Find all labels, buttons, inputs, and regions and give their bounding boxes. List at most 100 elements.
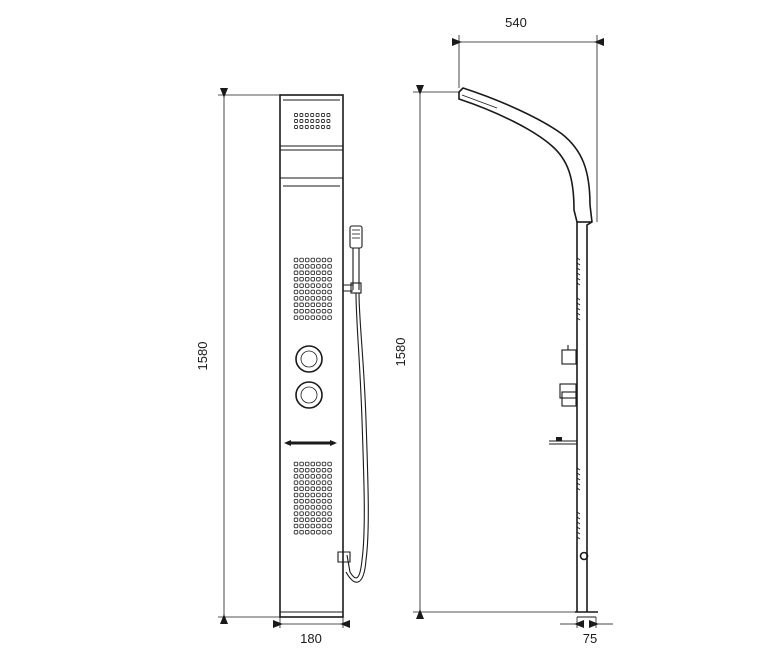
diverter-knob[interactable] bbox=[295, 381, 323, 409]
body-jet-nozzle bbox=[293, 523, 299, 529]
side-shelf bbox=[549, 437, 577, 445]
hand-shower[interactable] bbox=[343, 225, 363, 294]
body-jet-nozzle bbox=[304, 283, 310, 288]
body-jet-nozzle bbox=[327, 480, 332, 485]
body-jet-nozzle bbox=[304, 523, 310, 529]
body-jet-nozzle bbox=[316, 505, 321, 510]
side-jet-mark bbox=[576, 521, 581, 525]
body-jet-nozzle bbox=[316, 517, 321, 523]
rain-nozzle bbox=[304, 119, 309, 123]
body-jet-nozzle bbox=[316, 257, 321, 263]
side-jet-mark bbox=[576, 267, 581, 271]
front-height-label: 1580 bbox=[195, 342, 210, 371]
shower-panel-front-view bbox=[279, 94, 369, 618]
body-jet-nozzle bbox=[321, 264, 327, 269]
body-jet-nozzle bbox=[304, 461, 310, 467]
body-jet-nozzle bbox=[304, 529, 310, 535]
body-jet-nozzle bbox=[321, 302, 327, 308]
rain-nozzle bbox=[315, 119, 320, 123]
body-jet-nozzle bbox=[321, 511, 327, 516]
rain-nozzle bbox=[304, 125, 309, 129]
body-jet-nozzle bbox=[316, 461, 321, 467]
rain-nozzle bbox=[321, 125, 325, 129]
rain-nozzle bbox=[321, 113, 325, 117]
body-jet-nozzle bbox=[321, 498, 327, 504]
side-depth-dimension: 75 bbox=[560, 617, 613, 646]
body-jet-nozzle bbox=[316, 264, 321, 269]
body-jet-nozzle bbox=[321, 523, 327, 529]
side-jet-mark bbox=[576, 511, 581, 515]
body-jet-nozzle bbox=[299, 461, 304, 467]
body-jet-nozzle bbox=[316, 302, 321, 308]
body-jet-nozzle bbox=[327, 517, 332, 523]
body-jet-nozzle bbox=[293, 511, 299, 516]
rain-nozzle bbox=[321, 119, 325, 123]
rain-nozzle bbox=[315, 125, 320, 129]
body-jet-nozzle bbox=[310, 474, 316, 479]
body-jet-nozzle bbox=[293, 283, 299, 288]
body-jet-nozzle bbox=[299, 308, 304, 314]
body-jet-nozzle bbox=[327, 492, 332, 498]
body-jet-nozzle bbox=[327, 257, 332, 263]
body-jet-nozzle bbox=[310, 480, 316, 485]
body-jet-nozzle bbox=[327, 302, 332, 308]
body-jet-nozzle bbox=[321, 257, 327, 263]
body-jet-nozzle bbox=[299, 480, 304, 485]
body-jet-nozzle bbox=[321, 289, 327, 295]
front-width-dimension: 180 bbox=[273, 617, 350, 646]
body-jet-nozzle bbox=[327, 498, 332, 504]
body-jet-nozzle bbox=[310, 523, 316, 529]
side-jet-mark bbox=[576, 312, 581, 316]
body-jet-nozzle bbox=[310, 492, 316, 498]
side-knob-upper bbox=[561, 345, 577, 365]
body-jet-nozzle bbox=[327, 296, 332, 301]
body-jet-nozzle bbox=[321, 315, 327, 320]
body-jet-nozzle bbox=[316, 498, 321, 504]
body-jet-nozzle bbox=[316, 283, 321, 288]
body-jet-nozzle bbox=[299, 511, 304, 516]
body-jet-nozzle bbox=[327, 467, 332, 473]
body-jet-nozzle bbox=[293, 315, 299, 320]
body-jet-nozzle bbox=[316, 529, 321, 535]
body-jet-nozzle bbox=[293, 302, 299, 308]
side-knob-lower bbox=[559, 383, 577, 407]
body-jet-nozzle bbox=[293, 264, 299, 269]
body-jet-nozzle bbox=[293, 498, 299, 504]
body-jet-nozzle bbox=[293, 289, 299, 295]
body-jet-nozzle bbox=[293, 276, 299, 282]
body-jet-nozzle bbox=[293, 461, 299, 467]
side-jet-mark bbox=[576, 307, 581, 311]
body-jet-nozzle bbox=[310, 289, 316, 295]
rain-nozzle bbox=[326, 113, 331, 117]
body-jet-nozzle bbox=[293, 486, 299, 492]
side-jet-mark bbox=[576, 531, 581, 535]
side-outlet bbox=[579, 551, 589, 561]
rain-nozzle bbox=[310, 113, 315, 117]
body-jet-nozzle bbox=[299, 289, 304, 295]
rain-nozzle bbox=[326, 125, 331, 129]
body-jet-nozzle bbox=[327, 529, 332, 535]
body-jet-nozzle bbox=[310, 467, 316, 473]
side-jet-mark bbox=[576, 536, 581, 540]
body-jet-nozzle bbox=[321, 529, 327, 535]
top-width-label: 540 bbox=[505, 15, 527, 30]
body-jet-nozzle bbox=[310, 302, 316, 308]
body-jet-nozzle bbox=[299, 276, 304, 282]
body-jet-nozzle bbox=[310, 283, 316, 288]
body-jet-nozzle bbox=[299, 467, 304, 473]
body-jet-nozzle bbox=[310, 276, 316, 282]
body-jet-nozzle bbox=[316, 486, 321, 492]
body-jet-nozzle bbox=[299, 523, 304, 529]
body-jet-nozzle bbox=[304, 257, 310, 263]
body-jet-nozzle bbox=[293, 517, 299, 523]
side-jet-mark bbox=[576, 302, 581, 306]
rain-nozzle bbox=[310, 119, 315, 123]
body-jet-nozzle bbox=[293, 467, 299, 473]
body-jet-nozzle bbox=[316, 511, 321, 516]
thermostat-knob[interactable] bbox=[295, 345, 323, 373]
body-jet-nozzle bbox=[316, 315, 321, 320]
rain-nozzle bbox=[294, 119, 298, 123]
body-jet-nozzle bbox=[316, 523, 321, 529]
body-jet-nozzle bbox=[321, 283, 327, 288]
body-jet-nozzle bbox=[304, 474, 310, 479]
